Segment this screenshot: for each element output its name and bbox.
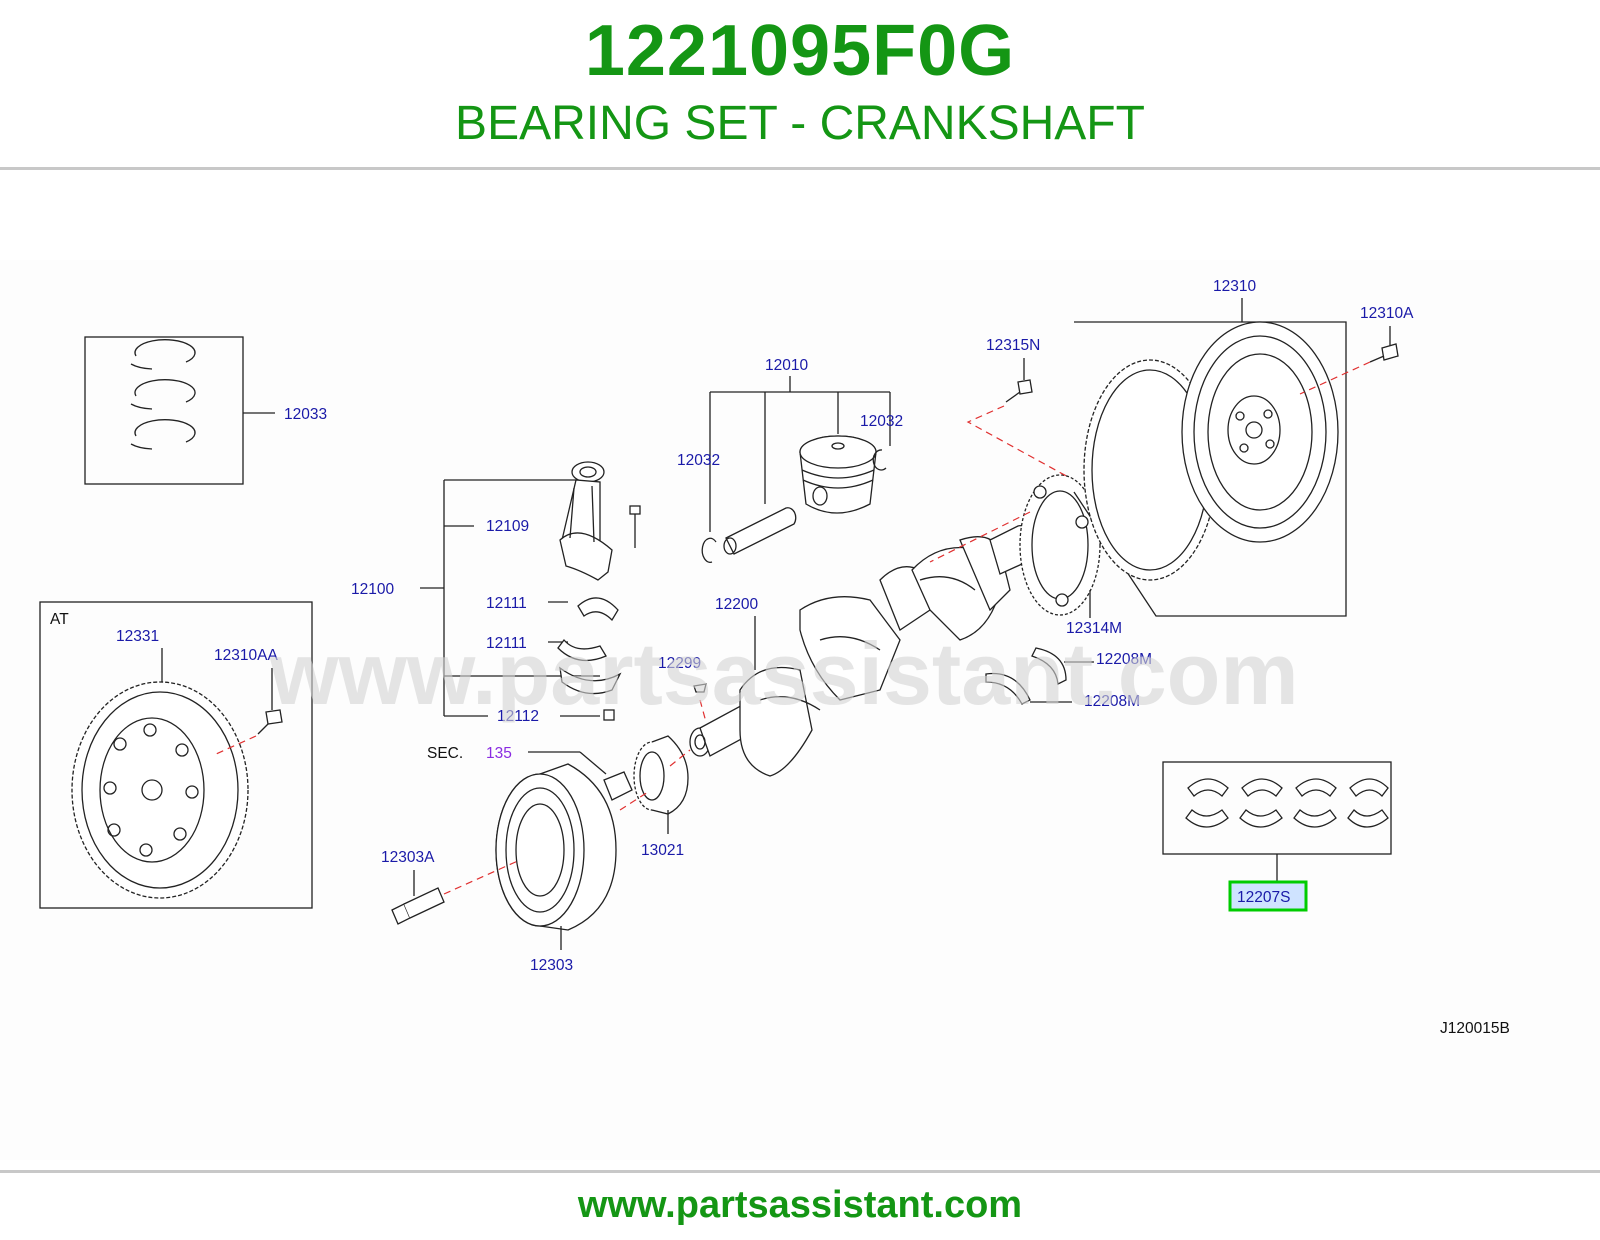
callout-12208M-lower[interactable]: 12208M: [1084, 693, 1140, 710]
callout-12032-right[interactable]: 12032: [860, 413, 903, 430]
crankshaft[interactable]: [689, 525, 1032, 777]
sec-number-link[interactable]: 135: [486, 745, 512, 762]
watermark: www.partsassistant.com: [269, 624, 1299, 723]
callout-12310[interactable]: 12310: [1213, 278, 1256, 295]
piston[interactable]: [799, 435, 877, 514]
footer-divider: [0, 1170, 1600, 1173]
callout-12315N[interactable]: 12315N: [986, 337, 1040, 354]
callout-12010[interactable]: 12010: [765, 357, 808, 374]
callout-12208M-upper[interactable]: 12208M: [1096, 651, 1152, 668]
flywheel-bolt[interactable]: [1299, 326, 1399, 395]
callout-12111-lower[interactable]: 12111: [486, 635, 527, 652]
part-description-title: BEARING SET - CRANKSHAFT: [455, 97, 1145, 150]
pilot-bushing-bolt[interactable]: [966, 358, 1071, 479]
connecting-rod[interactable]: [559, 461, 641, 581]
piston-pin-snap-ring-right[interactable]: [872, 449, 887, 471]
main-bearing-set[interactable]: [1162, 761, 1392, 882]
drive-plate-box: [39, 601, 313, 909]
callout-12310A[interactable]: 12310A: [1360, 305, 1414, 322]
thrust-washer-upper[interactable]: [1031, 647, 1094, 686]
callout-12100[interactable]: 12100: [351, 581, 394, 598]
callout-12200[interactable]: 12200: [715, 596, 758, 613]
callout-12303[interactable]: 12303: [530, 957, 573, 974]
crankshaft-pulley[interactable]: [495, 763, 633, 931]
callout-12331[interactable]: 12331: [116, 628, 159, 645]
callout-12033[interactable]: 12033: [284, 406, 327, 423]
diagram-code: J120015B: [1440, 1020, 1510, 1037]
signal-plate[interactable]: [1019, 474, 1101, 618]
parts-diagram: 12033 12100 12109 12111 12111 12112 1201…: [0, 170, 1600, 1170]
footer-website-link[interactable]: www.partsassistant.com: [577, 1184, 1023, 1226]
highlighted-part-callout[interactable]: 12207S: [1228, 880, 1308, 912]
piston-pin-snap-ring-left[interactable]: [701, 537, 717, 563]
piston-pin[interactable]: [723, 507, 797, 555]
callout-13021[interactable]: 13021: [641, 842, 684, 859]
flywheel-assembly[interactable]: [1073, 321, 1347, 617]
part-number-title: 1221095F0G: [584, 11, 1016, 91]
crankshaft-sprocket[interactable]: [619, 735, 691, 815]
crankshaft-pulley-bolt[interactable]: [391, 859, 521, 925]
callout-12310AA[interactable]: 12310AA: [214, 647, 278, 664]
piston-bracket: [709, 376, 891, 532]
page-header: 1221095F0G BEARING SET - CRANKSHAFT: [0, 0, 1600, 170]
callout-12109[interactable]: 12109: [486, 518, 529, 535]
sec-label: SEC.: [427, 745, 463, 762]
callout-12032-left[interactable]: 12032: [677, 452, 720, 469]
connecting-rod-bearing-lower[interactable]: [548, 638, 622, 695]
header-divider: [0, 167, 1600, 170]
thrust-washer-lower[interactable]: [985, 672, 1072, 705]
connecting-rod-bracket: [420, 479, 600, 717]
callout-12112[interactable]: 12112: [497, 708, 539, 725]
connecting-rod-nut[interactable]: [560, 709, 615, 721]
woodruff-key[interactable]: [693, 683, 707, 723]
at-label: AT: [50, 611, 69, 628]
callout-12299[interactable]: 12299: [658, 655, 701, 672]
callout-12314M[interactable]: 12314M: [1066, 620, 1122, 637]
callout-12111-upper[interactable]: 12111: [486, 595, 527, 612]
callout-12207S[interactable]: 12207S: [1237, 889, 1290, 906]
connecting-rod-bearing-upper[interactable]: [548, 597, 619, 622]
piston-ring-set[interactable]: [84, 336, 275, 485]
drive-plate-bolt[interactable]: [215, 668, 283, 755]
callout-12303A[interactable]: 12303A: [381, 849, 435, 866]
drive-plate[interactable]: [71, 681, 249, 899]
